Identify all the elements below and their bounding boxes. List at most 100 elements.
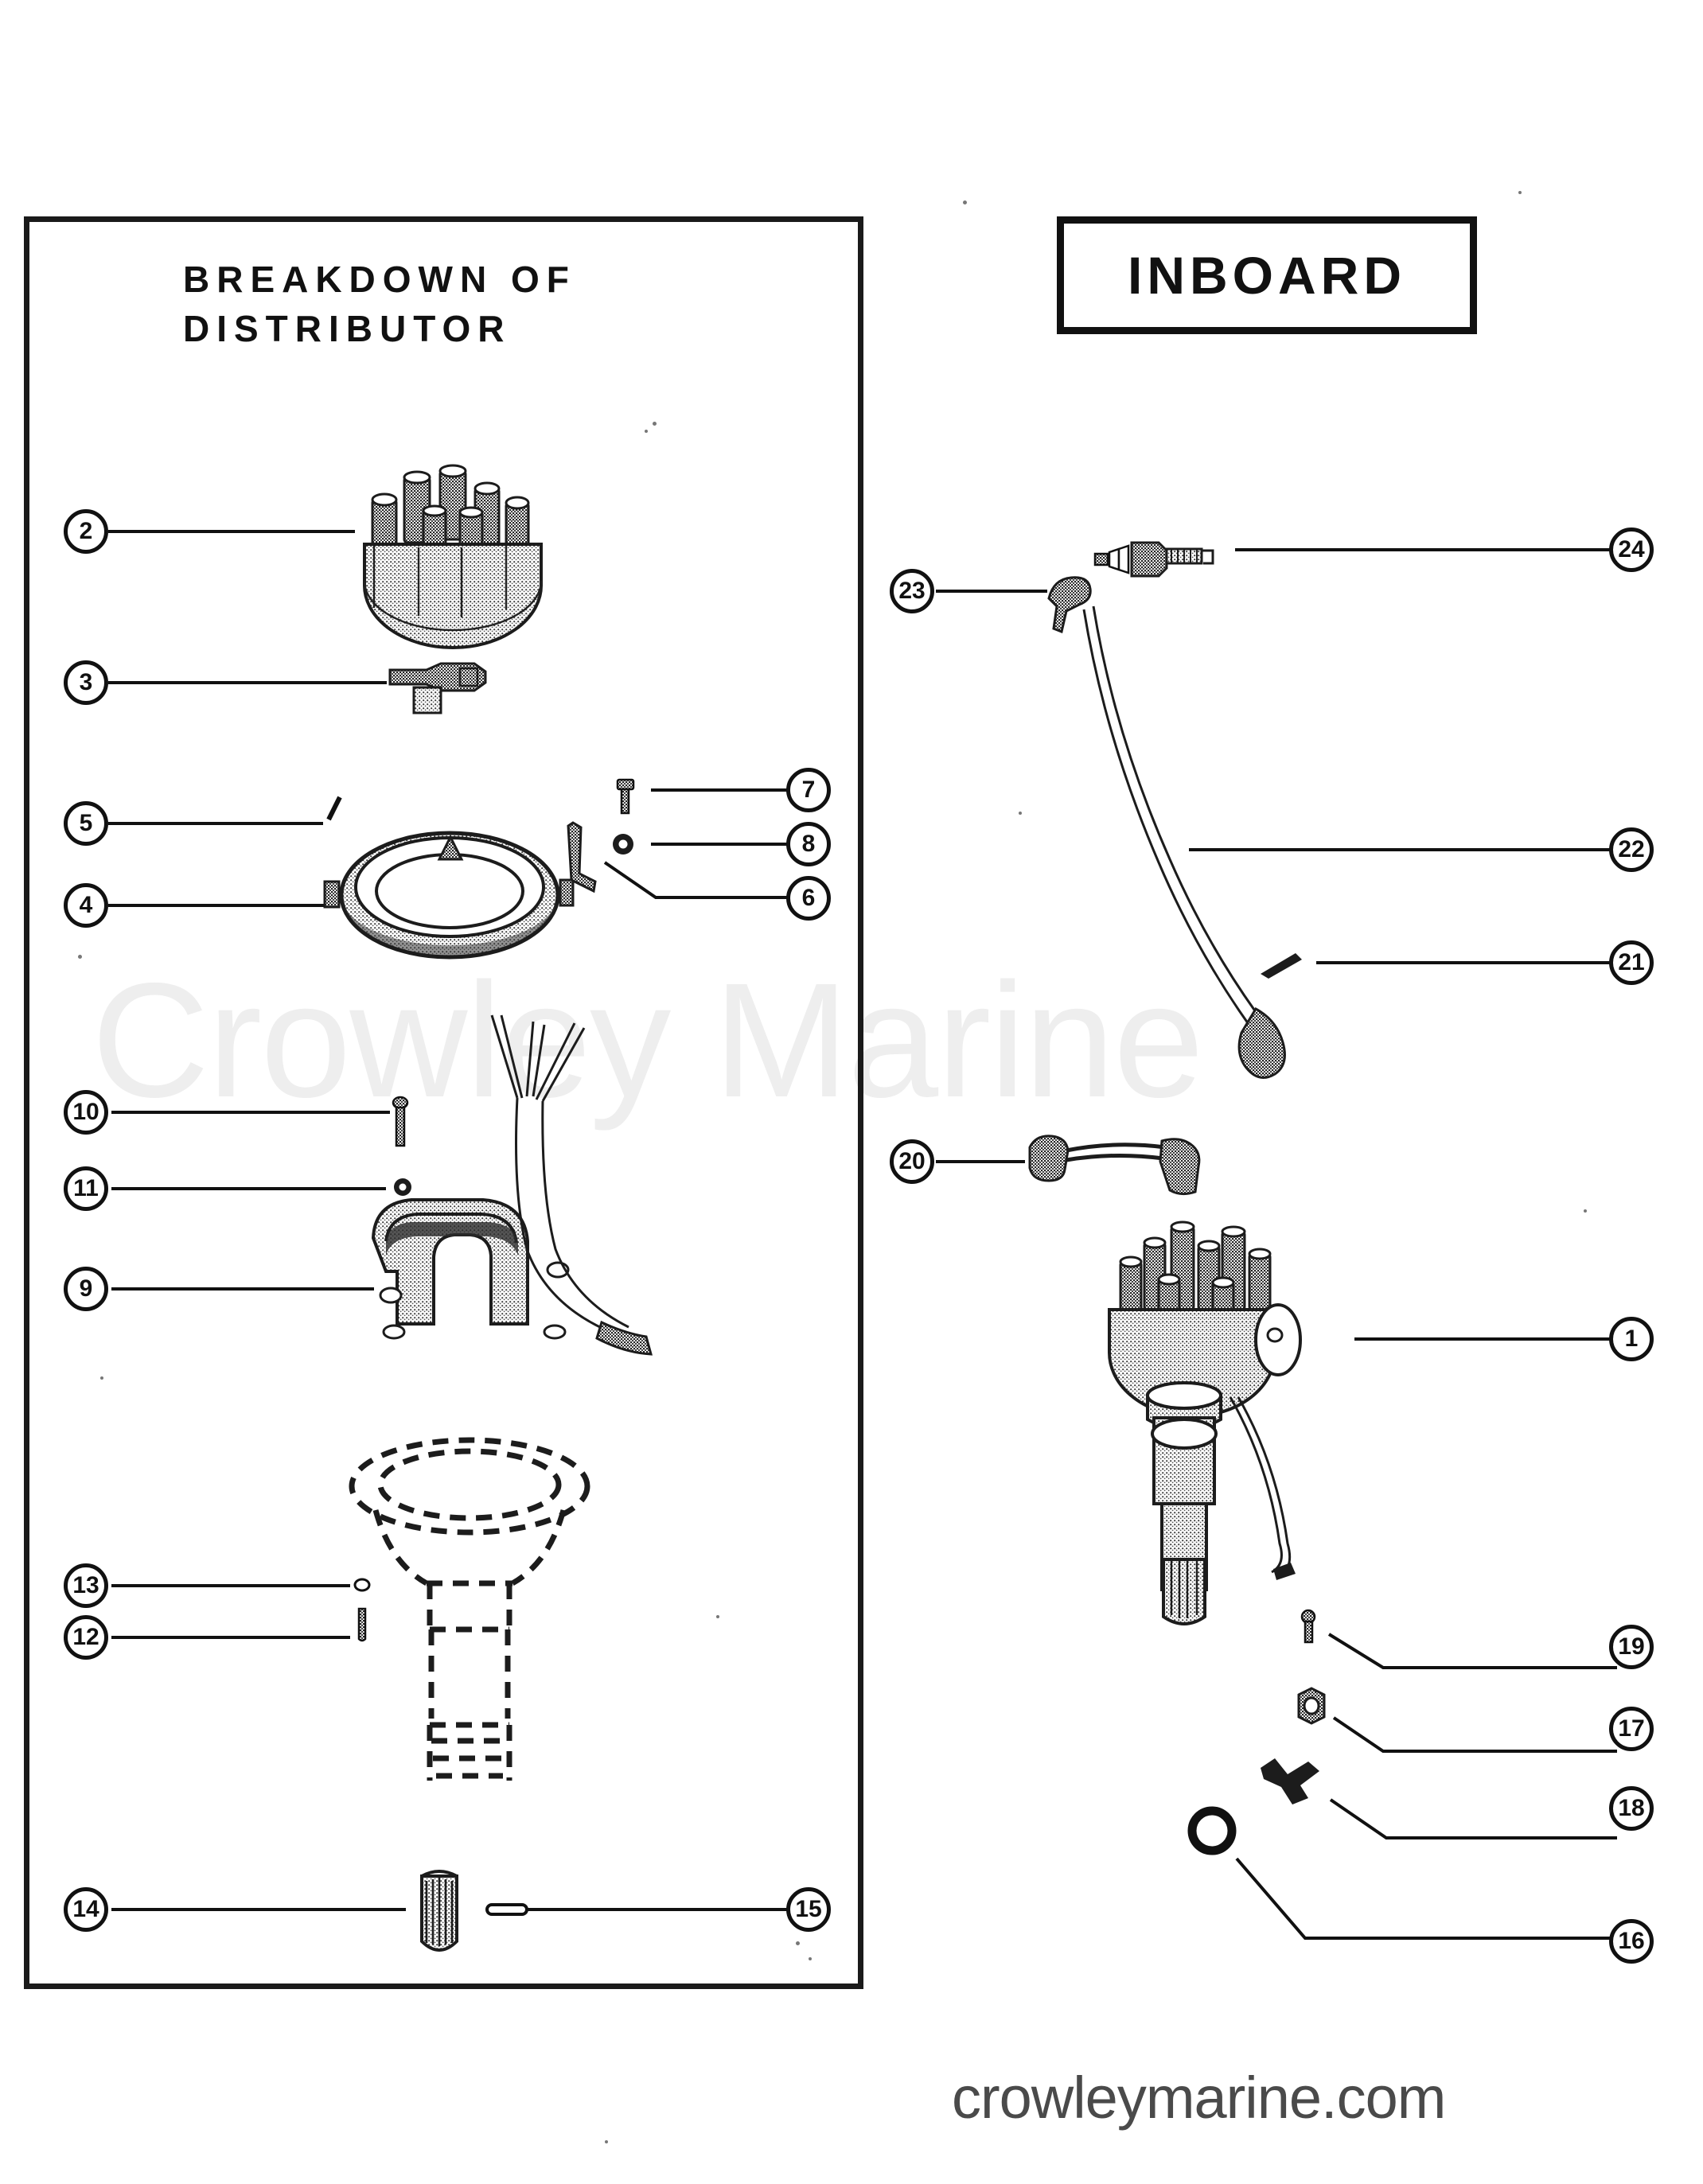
callout-21[interactable]: 21 bbox=[1609, 940, 1654, 985]
leader-line-13 bbox=[111, 1584, 350, 1587]
leader-line-14 bbox=[111, 1908, 406, 1911]
screw-retainer-art bbox=[1297, 1609, 1321, 1645]
callout-11-label: 11 bbox=[73, 1175, 99, 1201]
speckle bbox=[605, 2140, 608, 2143]
callout-19-label: 19 bbox=[1618, 1633, 1645, 1660]
leader-line-20 bbox=[936, 1160, 1025, 1163]
leader-line-11 bbox=[111, 1187, 386, 1190]
washer-art bbox=[610, 831, 637, 858]
callout-14[interactable]: 14 bbox=[64, 1887, 108, 1932]
leader-line-21 bbox=[1316, 961, 1614, 964]
inboard-label: INBOARD bbox=[1128, 246, 1406, 305]
drive-gear-art bbox=[412, 1868, 468, 1964]
callout-3-label: 3 bbox=[79, 669, 93, 695]
callout-5-label: 5 bbox=[79, 810, 93, 836]
leader-line-18 bbox=[1329, 1798, 1617, 1839]
spark-plug-art bbox=[1090, 535, 1233, 582]
callout-3[interactable]: 3 bbox=[64, 660, 108, 705]
leader-line-24 bbox=[1235, 548, 1612, 551]
callout-14-label: 14 bbox=[72, 1896, 99, 1922]
speckle bbox=[653, 422, 657, 426]
callout-12-label: 12 bbox=[72, 1624, 99, 1650]
speckle bbox=[645, 430, 648, 433]
speckle bbox=[1518, 191, 1522, 194]
callout-9-label: 9 bbox=[79, 1275, 93, 1302]
leader-line-2 bbox=[108, 530, 355, 533]
speckle bbox=[796, 1941, 800, 1945]
speckle bbox=[716, 1615, 719, 1618]
callout-15[interactable]: 15 bbox=[786, 1887, 831, 1932]
speckle bbox=[1584, 1209, 1587, 1213]
callout-11[interactable]: 11 bbox=[64, 1166, 108, 1211]
callout-8-label: 8 bbox=[801, 831, 816, 857]
rotor-art bbox=[387, 656, 498, 719]
callout-17[interactable]: 17 bbox=[1609, 1707, 1654, 1751]
washer-small-art bbox=[353, 1575, 372, 1594]
leader-line-8 bbox=[651, 843, 788, 846]
callout-17-label: 17 bbox=[1618, 1715, 1645, 1742]
breakdown-panel bbox=[24, 216, 863, 1989]
leader-line-7 bbox=[651, 788, 788, 792]
panel-title-line1: BREAKDOWN OF bbox=[183, 259, 576, 300]
callout-19[interactable]: 19 bbox=[1609, 1625, 1654, 1669]
lock-washer-art bbox=[392, 1176, 414, 1198]
distributor-assembly-art bbox=[1098, 1209, 1361, 1703]
magnetic-pickup-ring-art bbox=[323, 812, 575, 971]
callout-24-label: 24 bbox=[1618, 536, 1645, 563]
callout-23[interactable]: 23 bbox=[890, 569, 934, 613]
clip-art bbox=[1257, 947, 1305, 979]
callout-20[interactable]: 20 bbox=[890, 1139, 934, 1184]
panel-title-line2: DISTRIBUTOR bbox=[183, 308, 512, 350]
callout-6-label: 6 bbox=[801, 885, 816, 911]
callout-10-label: 10 bbox=[72, 1099, 99, 1125]
screw-long-art bbox=[390, 1096, 411, 1149]
callout-12[interactable]: 12 bbox=[64, 1615, 108, 1660]
callout-13[interactable]: 13 bbox=[64, 1563, 108, 1608]
callout-21-label: 21 bbox=[1618, 949, 1645, 975]
callout-4[interactable]: 4 bbox=[64, 883, 108, 928]
callout-2[interactable]: 2 bbox=[64, 509, 108, 554]
callout-22-label: 22 bbox=[1618, 836, 1645, 862]
callout-1-label: 1 bbox=[1624, 1326, 1639, 1352]
callout-24[interactable]: 24 bbox=[1609, 528, 1654, 572]
callout-5[interactable]: 5 bbox=[64, 801, 108, 846]
leader-line-5 bbox=[108, 822, 323, 825]
background-watermark: Crowley Marine bbox=[92, 949, 1204, 1131]
callout-2-label: 2 bbox=[79, 518, 93, 544]
speckle bbox=[809, 1957, 812, 1960]
leader-line-9 bbox=[111, 1287, 374, 1291]
inboard-label-box: INBOARD bbox=[1057, 216, 1477, 334]
callout-20-label: 20 bbox=[898, 1148, 926, 1174]
collar-art bbox=[1292, 1685, 1331, 1727]
callout-8[interactable]: 8 bbox=[786, 822, 831, 866]
callout-10[interactable]: 10 bbox=[64, 1090, 108, 1135]
callout-16[interactable]: 16 bbox=[1609, 1919, 1654, 1964]
speckle bbox=[963, 200, 967, 204]
speckle bbox=[100, 1376, 103, 1380]
pickup-lead-tick-art bbox=[322, 796, 346, 827]
callout-22[interactable]: 22 bbox=[1609, 827, 1654, 872]
leader-line-19 bbox=[1327, 1633, 1617, 1669]
leader-line-3 bbox=[108, 681, 387, 684]
callout-7[interactable]: 7 bbox=[786, 768, 831, 812]
coil-lead-art bbox=[1025, 1128, 1232, 1200]
spark-plug-boot-art bbox=[1042, 571, 1098, 635]
clamp-art bbox=[1256, 1749, 1335, 1804]
leader-line-23 bbox=[936, 590, 1047, 593]
leader-line-17 bbox=[1332, 1716, 1617, 1753]
leader-line-4 bbox=[108, 904, 339, 907]
callout-16-label: 16 bbox=[1618, 1928, 1645, 1954]
pin-art bbox=[353, 1607, 371, 1642]
speckle bbox=[1019, 812, 1022, 815]
callout-4-label: 4 bbox=[79, 892, 93, 918]
callout-23-label: 23 bbox=[898, 578, 926, 604]
callout-13-label: 13 bbox=[72, 1572, 99, 1598]
footer-watermark: crowleymarine.com bbox=[952, 2065, 1446, 2131]
leader-line-1 bbox=[1354, 1337, 1614, 1341]
callout-9[interactable]: 9 bbox=[64, 1267, 108, 1311]
o-ring-art bbox=[1186, 1804, 1238, 1857]
callout-1[interactable]: 1 bbox=[1609, 1317, 1654, 1361]
spark-plug-lead-art bbox=[1049, 605, 1335, 1162]
callout-6[interactable]: 6 bbox=[786, 876, 831, 921]
callout-18[interactable]: 18 bbox=[1609, 1786, 1654, 1831]
